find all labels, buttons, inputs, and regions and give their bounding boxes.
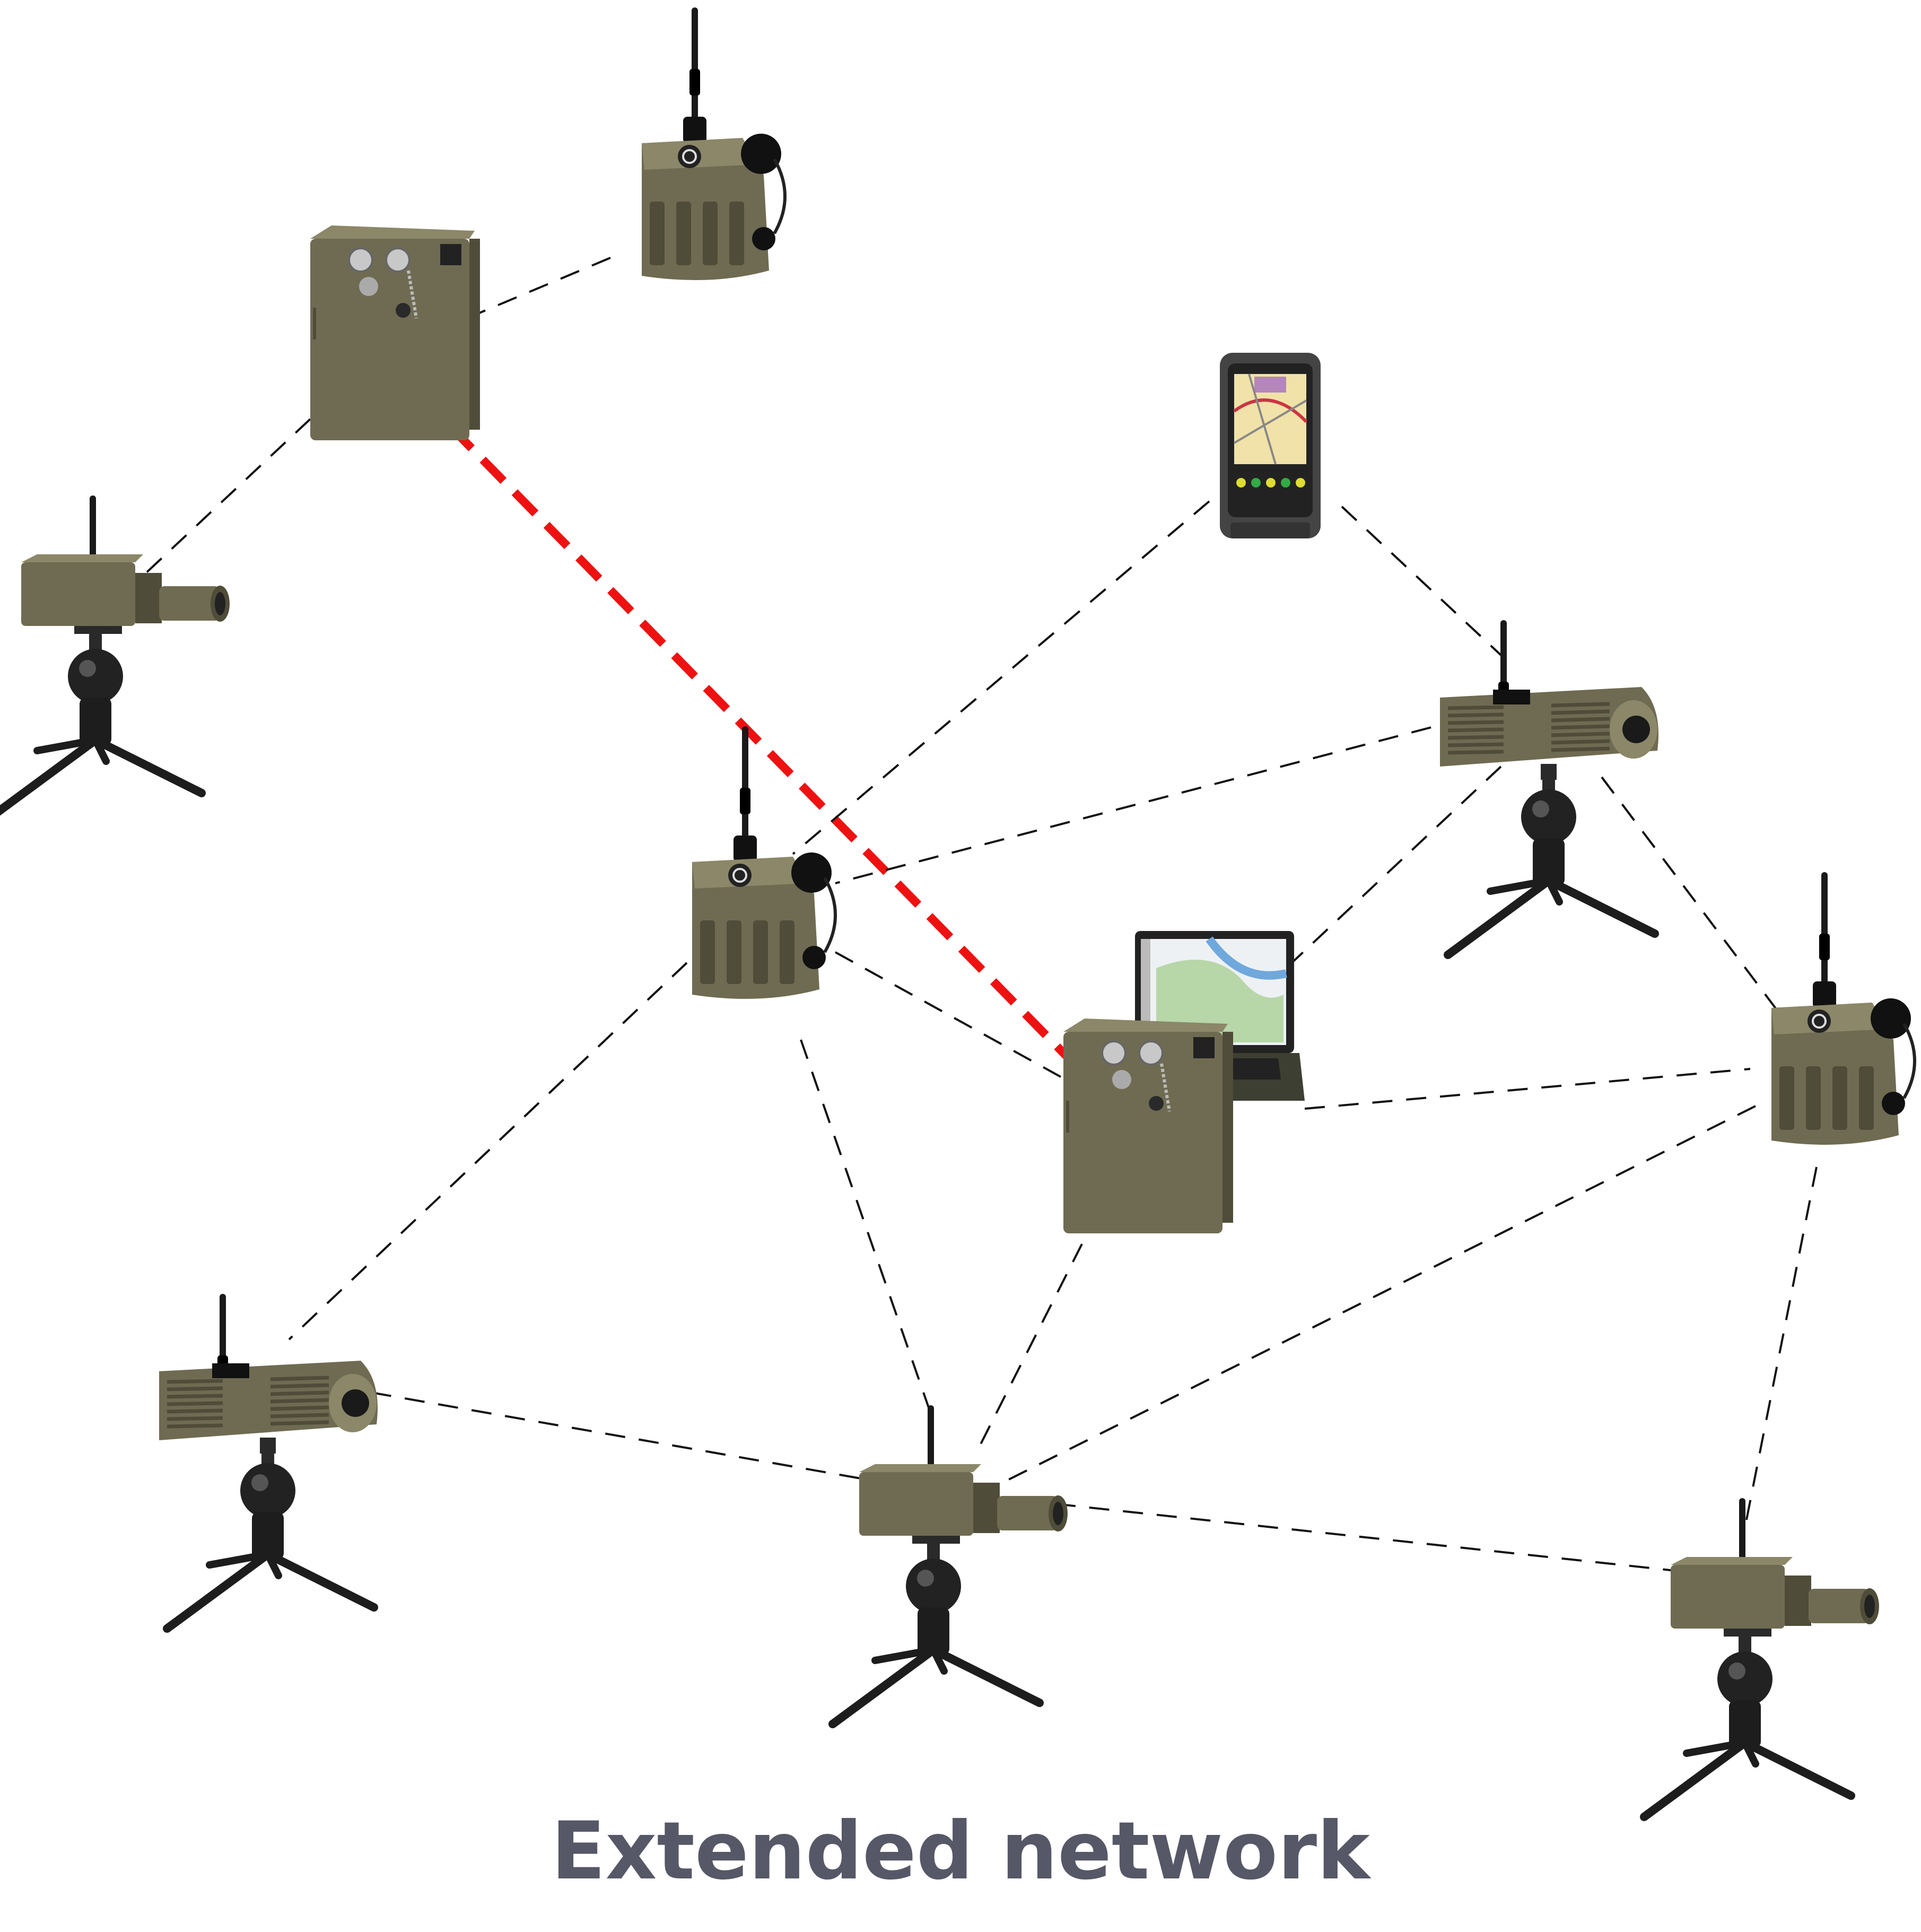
extended-link	[448, 424, 1069, 1059]
thermal-camera-icon	[159, 1294, 378, 1633]
network-link	[835, 718, 1464, 884]
radio-icon	[642, 7, 787, 280]
network-link	[1304, 1068, 1751, 1110]
camera-icon	[0, 495, 230, 816]
tablet-icon	[1220, 353, 1321, 538]
network-link	[800, 1039, 932, 1414]
links-layer	[142, 254, 1818, 1571]
network-link	[1741, 1167, 1818, 1542]
radio-icon	[692, 726, 837, 999]
camera-icon	[1640, 1498, 1879, 1821]
thermal-camera-icon	[1440, 620, 1659, 959]
diagram-caption: Extended network	[551, 1805, 1370, 1898]
relay-box-icon	[310, 225, 480, 440]
network-link	[1341, 506, 1502, 656]
network-link	[1601, 776, 1788, 1025]
network-link	[1007, 1105, 1756, 1481]
network-link	[371, 1391, 870, 1481]
network-link	[1055, 1503, 1671, 1571]
network-link	[466, 254, 618, 319]
camera-icon	[828, 1405, 1068, 1728]
nodes-layer	[0, 7, 1916, 1821]
relay-box-icon	[1063, 1019, 1233, 1233]
network-link	[142, 418, 311, 577]
network-link	[288, 962, 688, 1341]
radio-icon	[1771, 872, 1916, 1145]
network-link	[975, 1243, 1083, 1454]
network-link	[792, 500, 1210, 855]
network-link	[1285, 765, 1502, 969]
network-link	[835, 951, 1061, 1078]
